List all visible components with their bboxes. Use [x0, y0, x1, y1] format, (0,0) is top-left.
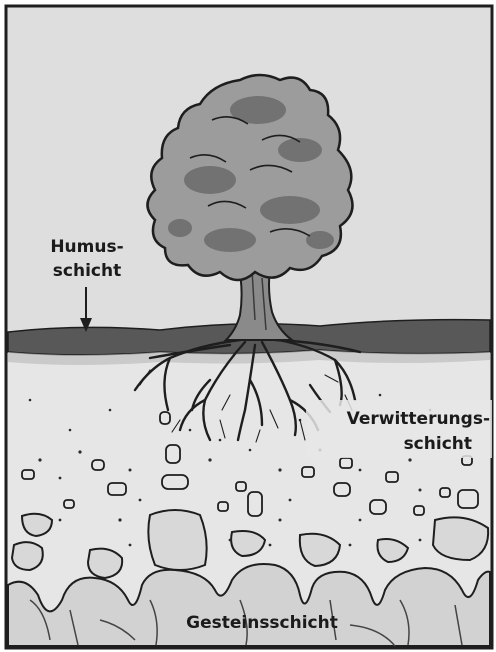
- humus-label-line1: Humus-: [50, 237, 123, 257]
- weathering-label-line2: schicht: [404, 434, 472, 454]
- bedrock-label: Gesteinsschicht: [186, 613, 338, 633]
- weathering-label-line1: Verwitterungs-: [347, 409, 490, 429]
- humus-label-line2: schicht: [53, 261, 121, 281]
